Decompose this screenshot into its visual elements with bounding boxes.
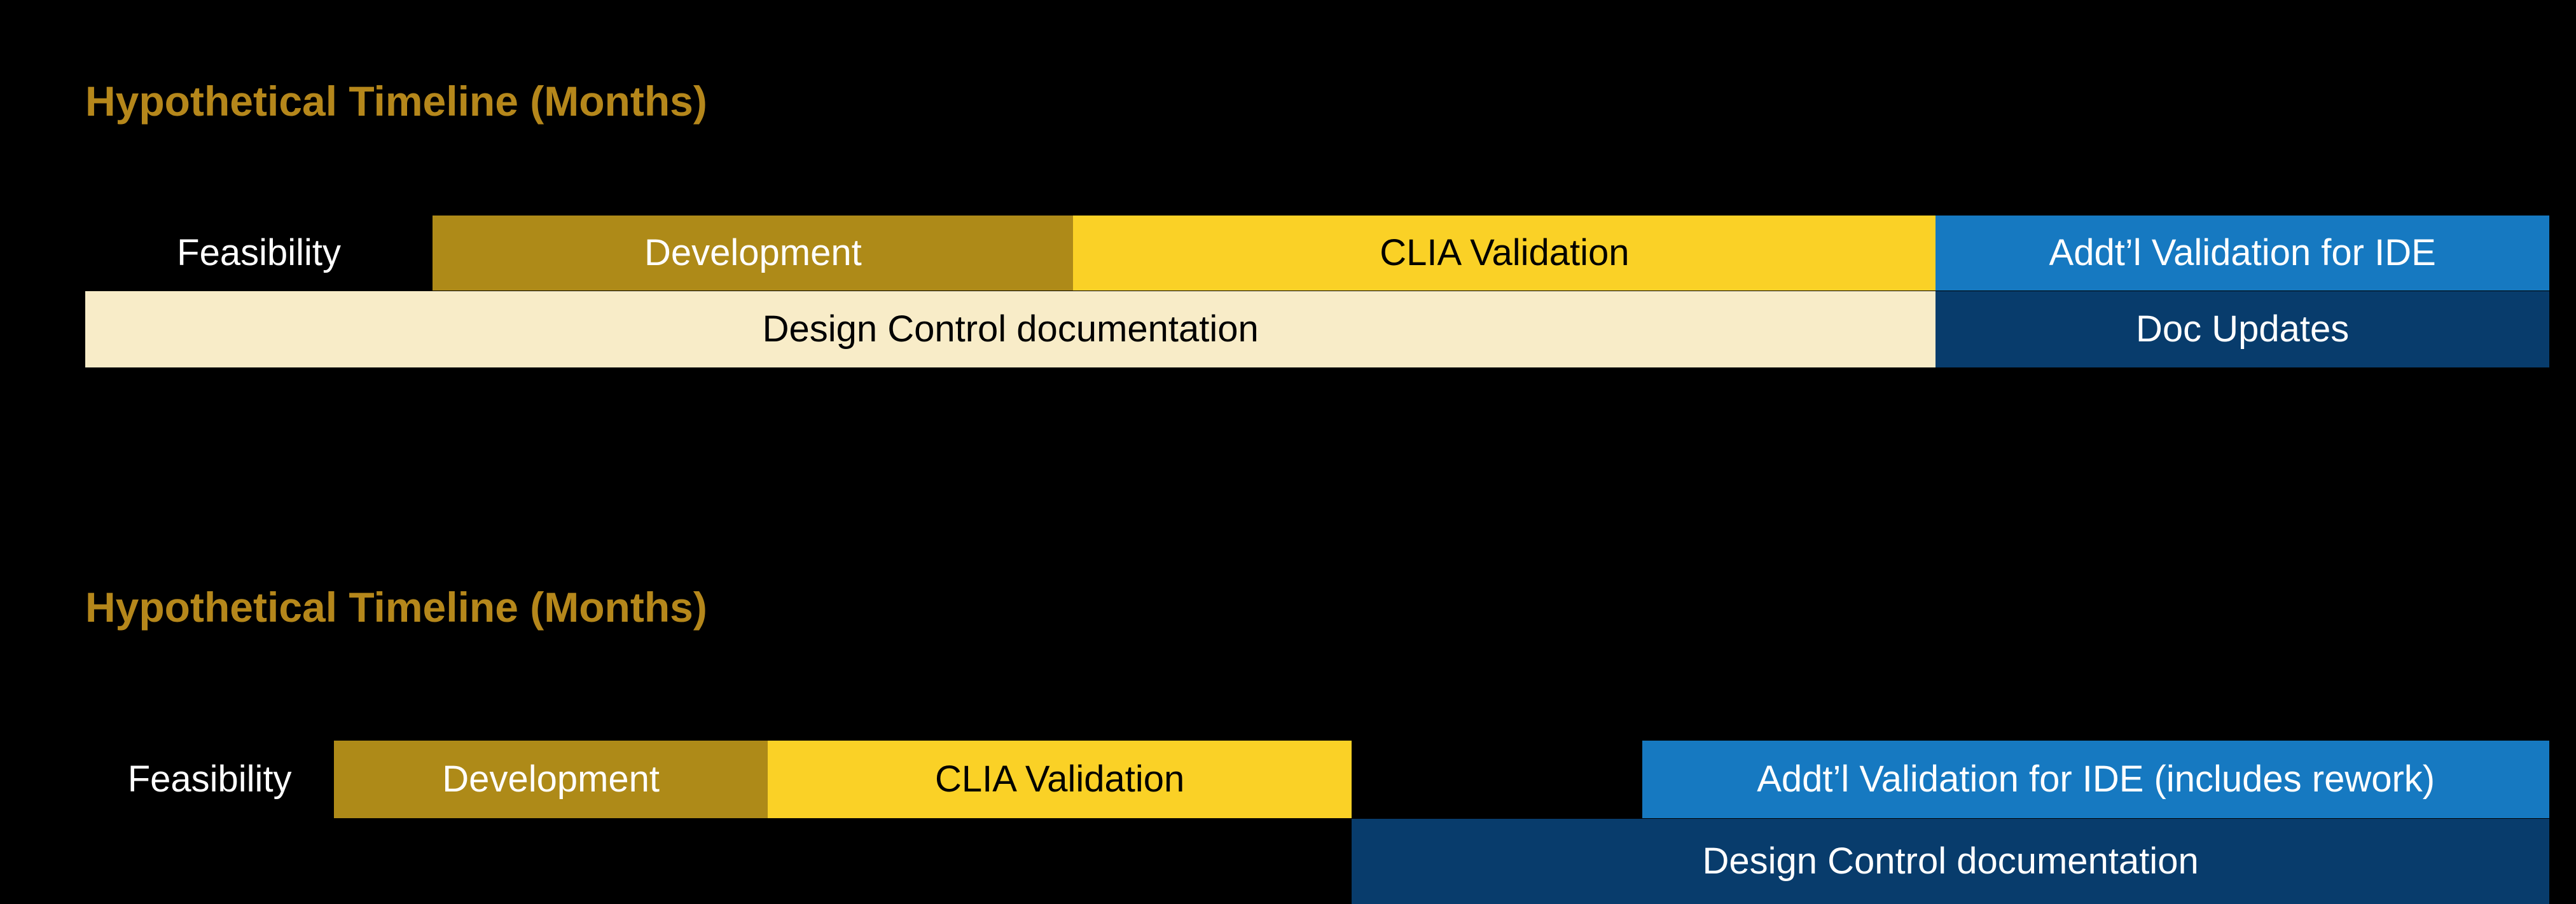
chart2-documentation-row: Design Control documentation (85, 819, 2549, 904)
chart1-title: Hypothetical Timeline (Months) (85, 78, 707, 125)
timeline-segment-addt-l-validation-for-ide: Addt’l Validation for IDE (1935, 216, 2549, 291)
timeline-segment-doc-updates: Doc Updates (1935, 291, 2549, 367)
timeline-segment-addt-l-validation-for-ide-includes-rework: Addt’l Validation for IDE (includes rewo… (1642, 741, 2549, 818)
timeline-segment-design-control-documentation: Design Control documentation (85, 291, 1936, 367)
timeline-segment-clia-validation: CLIA Validation (768, 741, 1352, 818)
timeline-segment-design-control-documentation: Design Control documentation (1352, 819, 2549, 904)
timeline-segment-development: Development (433, 216, 1074, 291)
timeline-segment-feasibility: Feasibility (85, 216, 433, 291)
timeline-segment-development: Development (334, 741, 768, 818)
timeline-segment-feasibility: Feasibility (85, 741, 335, 818)
timeline-segment-clia-validation: CLIA Validation (1073, 216, 1936, 291)
chart2-title: Hypothetical Timeline (Months) (85, 584, 707, 631)
